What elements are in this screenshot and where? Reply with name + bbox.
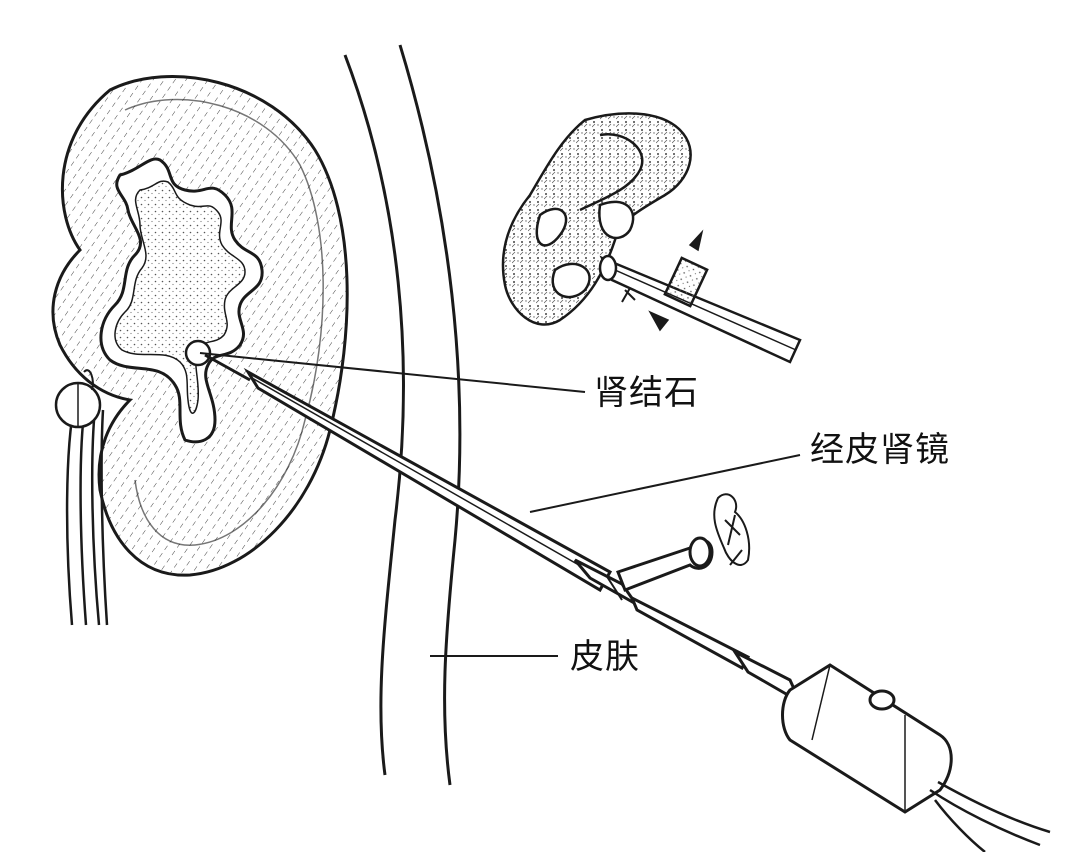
skin-layers xyxy=(345,45,460,785)
telescope-shaft xyxy=(632,598,748,668)
eyepiece-body xyxy=(783,665,952,812)
label-skin: 皮肤 xyxy=(570,640,640,674)
label-nephroscope: 经皮肾镜 xyxy=(810,433,950,467)
light-cables xyxy=(930,782,1050,852)
skin-line-outer xyxy=(400,45,460,785)
irrigation-detail xyxy=(714,494,749,565)
kidney xyxy=(53,77,347,626)
label-kidney-stone: 肾结石 xyxy=(594,376,699,410)
ureter xyxy=(67,400,107,625)
leader-nephroscope xyxy=(530,455,800,512)
skin-line-inner xyxy=(345,55,403,775)
inset-detail xyxy=(503,113,800,362)
